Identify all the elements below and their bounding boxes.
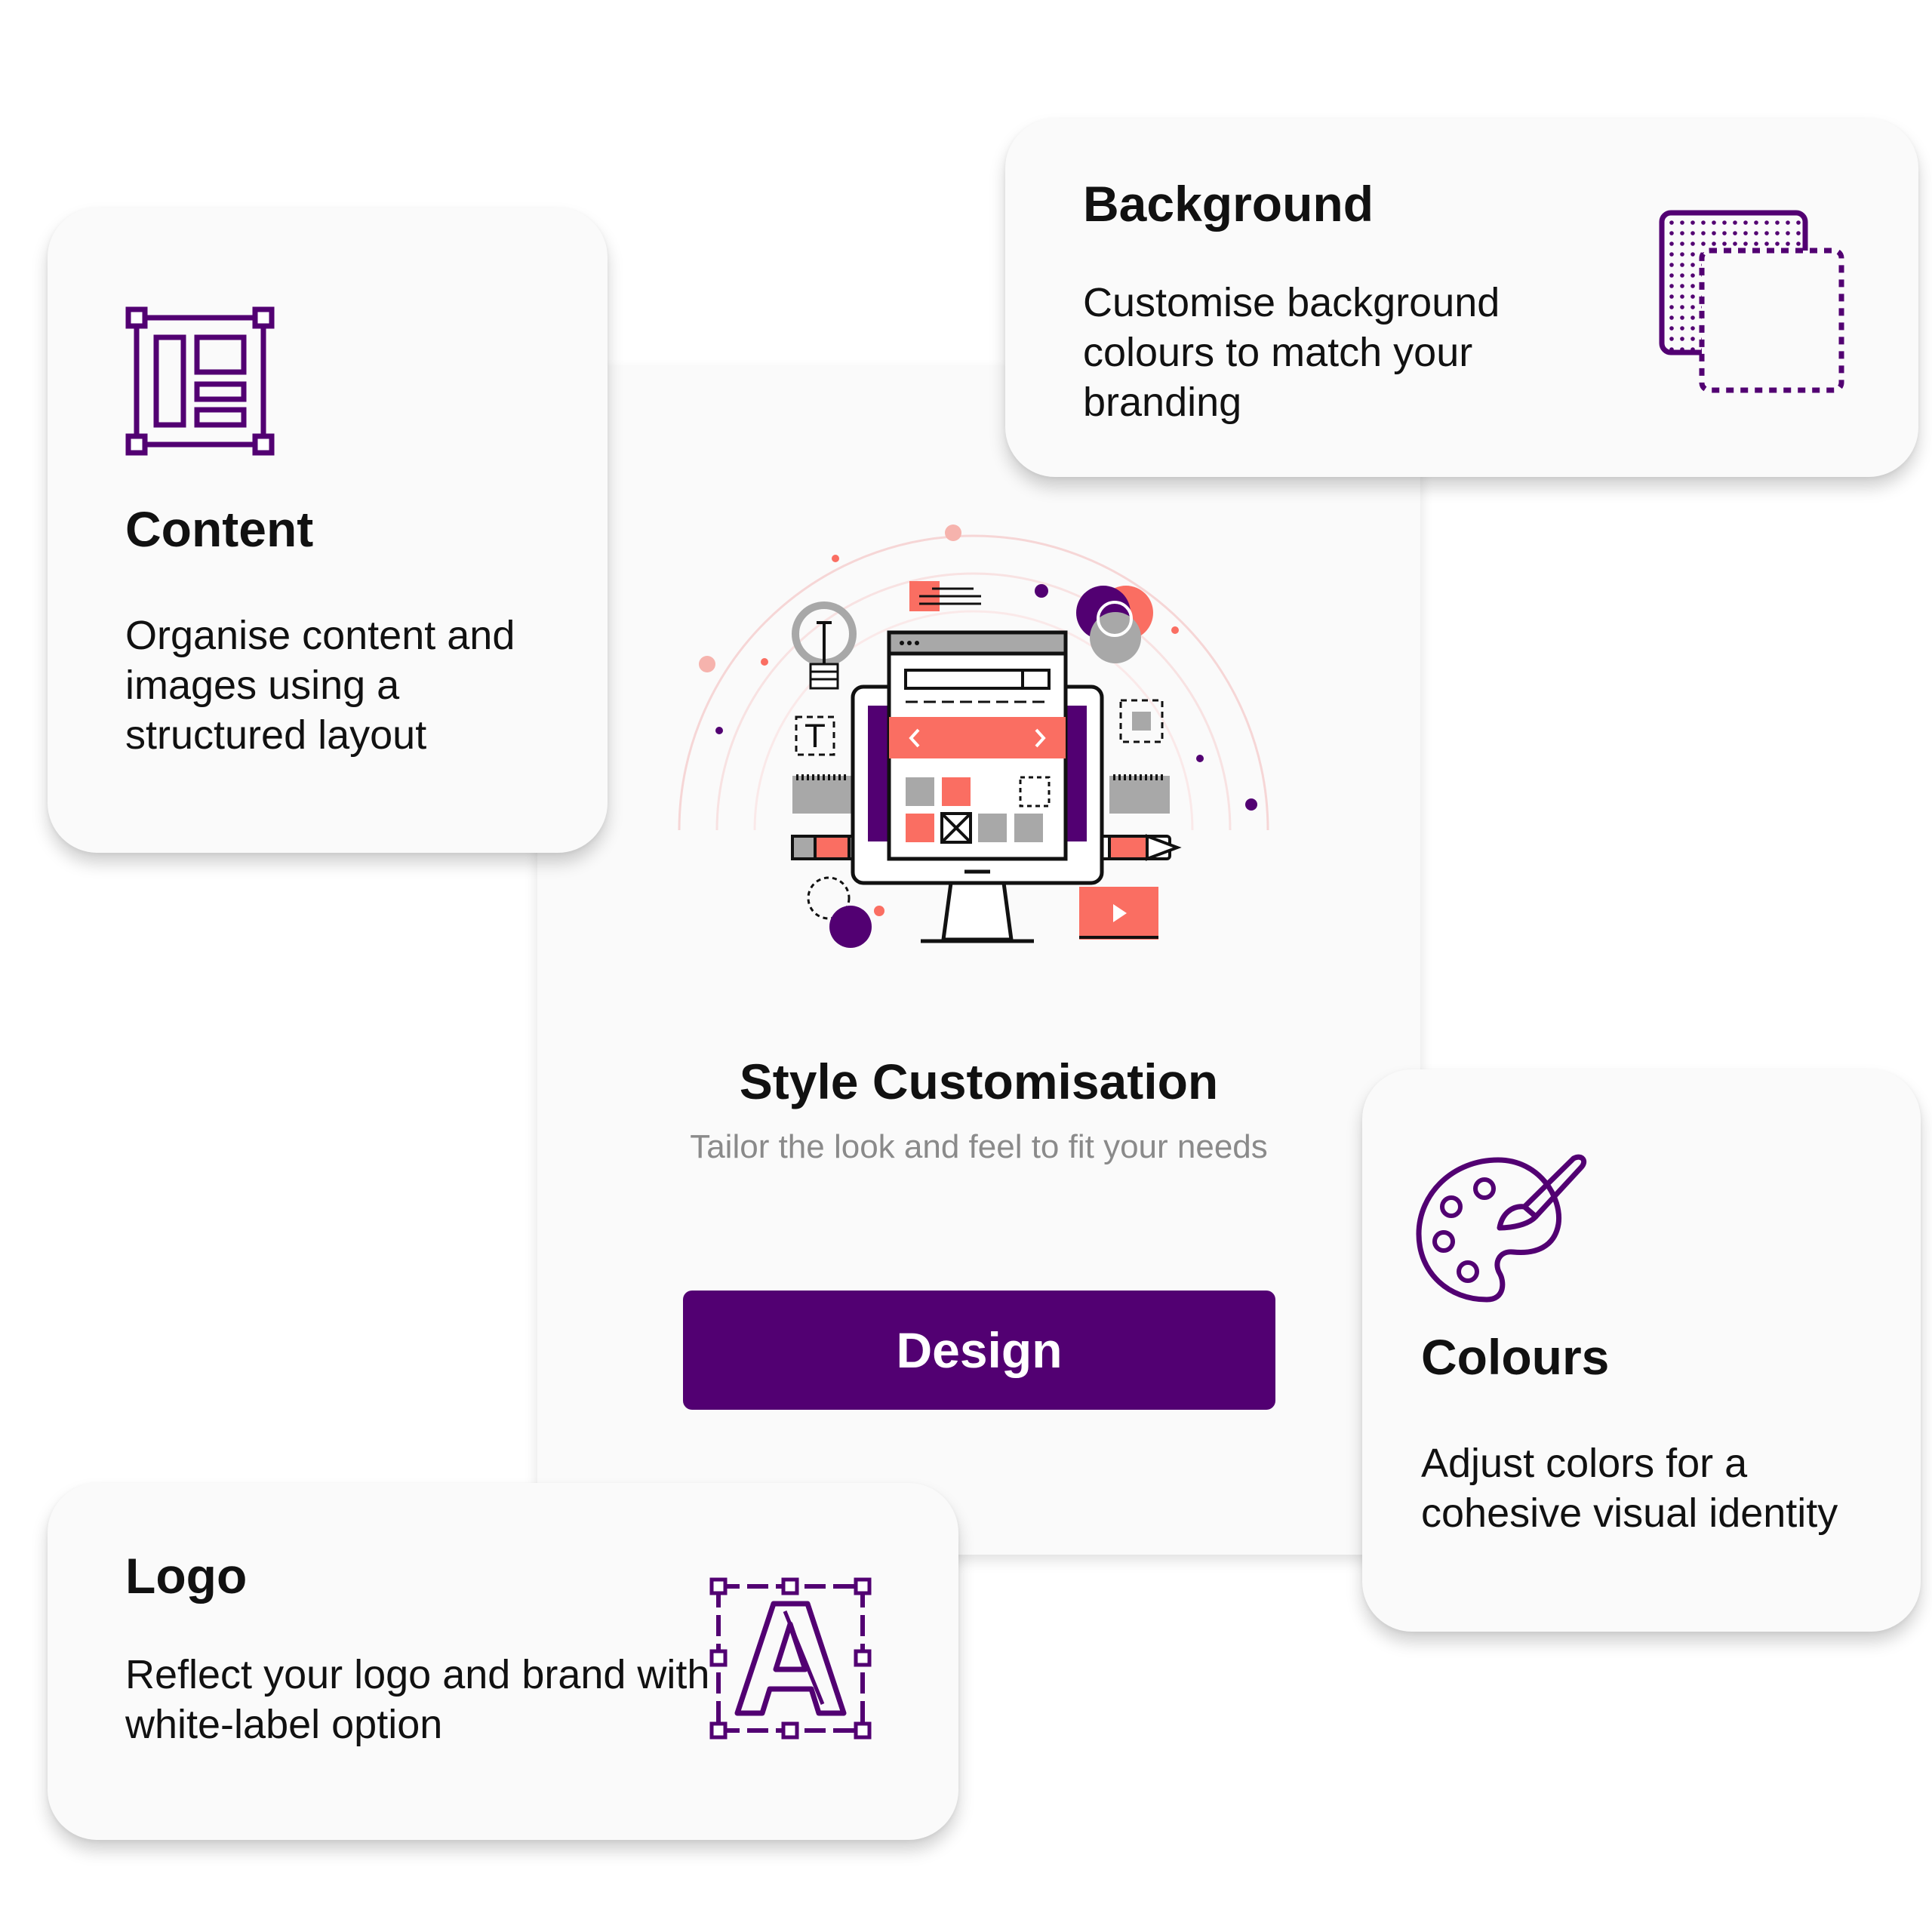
background-title: Background <box>1083 176 1374 232</box>
content-card: Content Organise content and images usin… <box>48 208 608 853</box>
content-title: Content <box>125 501 314 557</box>
colours-title: Colours <box>1421 1329 1610 1385</box>
logo-letter-icon <box>709 1577 872 1740</box>
style-customisation-card: T <box>537 366 1420 1555</box>
logo-card: Logo Reflect your logo and brand with wh… <box>48 1483 958 1840</box>
svg-text:T: T <box>804 718 825 755</box>
logo-description: Reflect your logo and brand with white-l… <box>125 1652 710 1747</box>
layout-icon <box>125 306 275 456</box>
main-subtitle: Tailor the look and feel to fit your nee… <box>690 1128 1268 1165</box>
background-layers-icon <box>1659 210 1844 393</box>
web-design-illustration: T <box>678 525 1269 948</box>
colours-description: Adjust colors for a cohesive visual iden… <box>1421 1441 1838 1536</box>
content-description: Organise content and images using a stru… <box>125 613 515 758</box>
logo-title: Logo <box>125 1548 248 1604</box>
palette-icon <box>1416 1154 1587 1303</box>
main-title: Style Customisation <box>739 1054 1219 1109</box>
colours-card: Colours Adjust colors for a cohesive vis… <box>1362 1069 1921 1632</box>
design-button[interactable]: Design <box>683 1291 1275 1410</box>
background-card: Background Customise background colours … <box>1005 118 1918 477</box>
background-description: Customise background colours to match yo… <box>1083 280 1500 425</box>
